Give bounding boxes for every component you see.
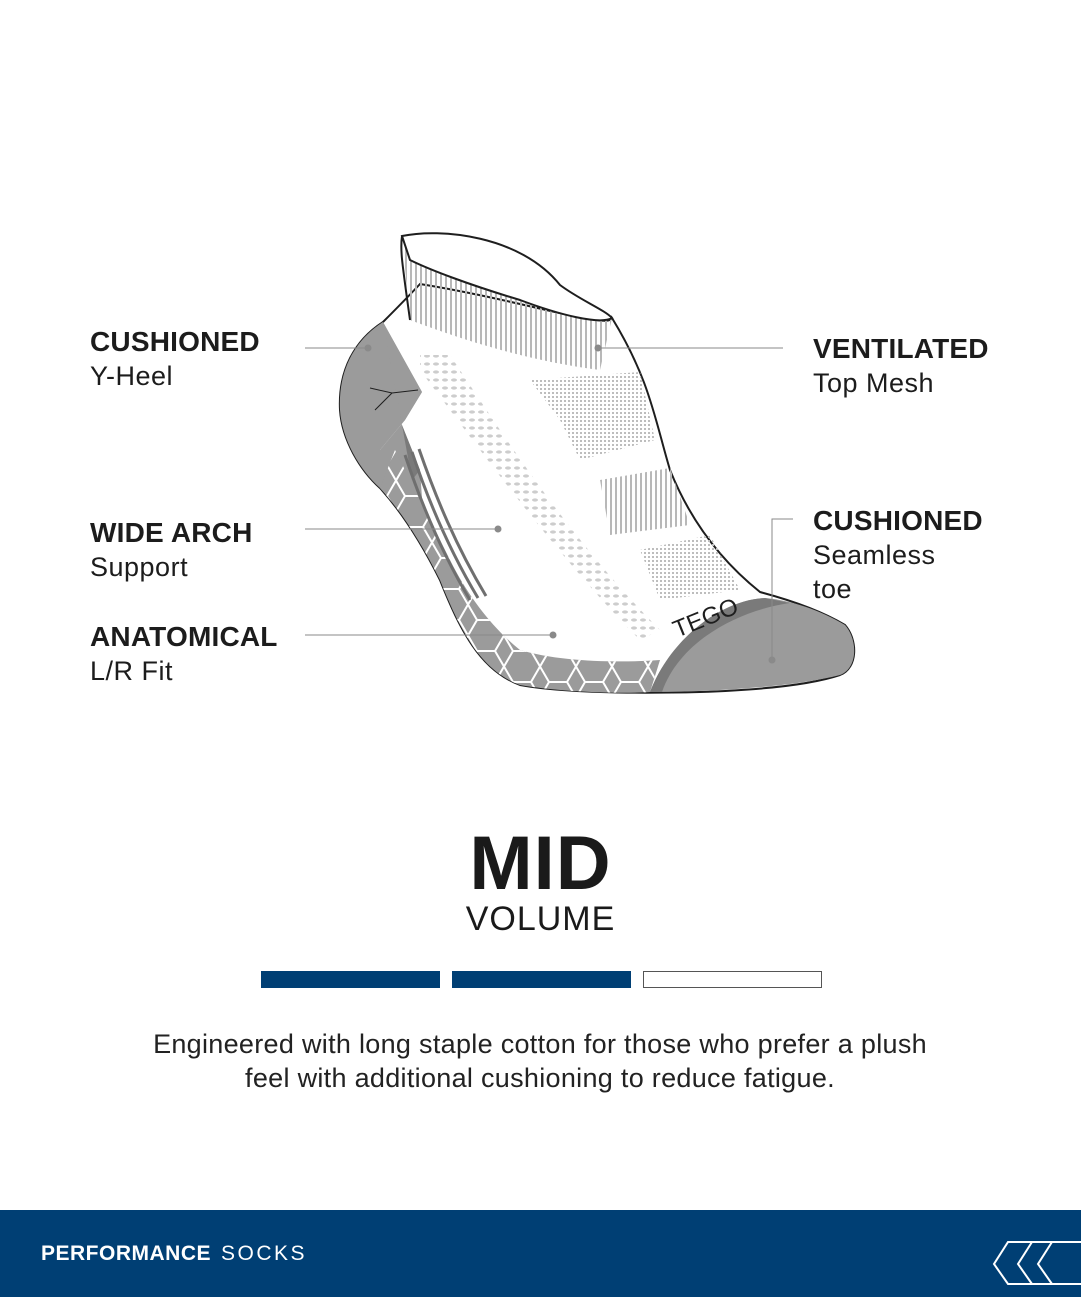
- triple-chevron-left-icon: [992, 1241, 1081, 1285]
- volume-meter-segment-filled: [261, 971, 440, 988]
- volume-meter-segment-empty: [643, 971, 822, 988]
- volume-meter: [261, 971, 822, 988]
- callout-subtitle: Support: [90, 552, 189, 582]
- volume-level-label: VOLUME: [465, 900, 616, 938]
- callout-title: VENTILATED: [813, 333, 989, 364]
- callout-subtitle: Top Mesh: [813, 368, 935, 398]
- callout-title: ANATOMICAL: [90, 621, 278, 652]
- footer-banner: PERFORMANCE SOCKS: [0, 1210, 1081, 1297]
- volume-level-title: MID: [469, 821, 612, 906]
- callout-subtitle: L/R Fit: [90, 656, 174, 686]
- footer-brand-strong: PERFORMANCE: [41, 1242, 212, 1265]
- callout-anatomical-fit: ANATOMICAL L/R Fit: [90, 620, 278, 688]
- callout-ventilated-mesh: VENTILATED Top Mesh: [813, 332, 989, 400]
- callout-subtitle: Y-Heel: [90, 361, 174, 391]
- product-description: Engineered with long staple cotton for t…: [153, 1029, 927, 1093]
- callout-wide-arch: WIDE ARCH Support: [90, 516, 253, 584]
- callout-title: CUSHIONED: [813, 505, 983, 536]
- callout-subtitle-line2: toe: [813, 574, 853, 604]
- callout-cushioned-heel: CUSHIONED Y-Heel: [90, 325, 260, 393]
- callout-title: CUSHIONED: [90, 326, 260, 357]
- callout-title: WIDE ARCH: [90, 517, 253, 548]
- sock-body: TEGO: [338, 232, 856, 694]
- footer-brand-light: SOCKS: [221, 1242, 308, 1265]
- footer-brand: PERFORMANCE SOCKS: [41, 1242, 307, 1266]
- callout-cushioned-toe: CUSHIONED Seamless toe: [813, 504, 983, 606]
- leader-dots: [364, 344, 776, 664]
- callout-subtitle-line1: Seamless: [813, 540, 936, 570]
- leader-lines: [305, 347, 793, 660]
- volume-meter-segment-filled: [452, 971, 631, 988]
- sock-illustration: TEGO: [305, 232, 856, 694]
